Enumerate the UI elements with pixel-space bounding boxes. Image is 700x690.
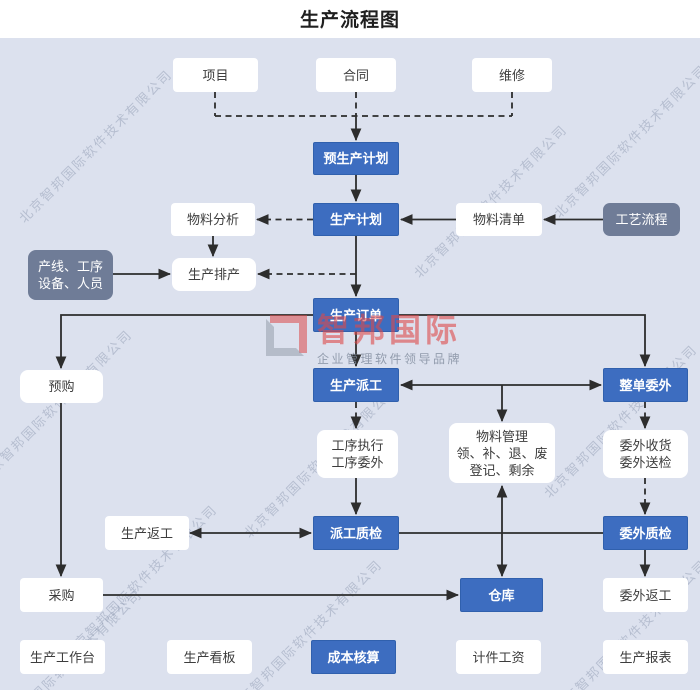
page-title: 生产流程图 [299,10,400,31]
node-zhengdan-weiwai[interactable]: 整单委外 [603,368,688,402]
node-label: 生产工作台 [29,649,95,665]
node-label: 成本核算 [327,649,380,665]
node-hetong[interactable]: 合同 [316,58,396,92]
node-label: 委外送检 [619,455,672,470]
node-chengben-hesuan[interactable]: 成本核算 [311,640,396,674]
node-label: 生产计划 [329,212,382,227]
node-wuliao-qingdan[interactable]: 物料清单 [456,203,542,236]
node-wuliao-fenxi[interactable]: 物料分析 [171,203,255,236]
node-label: 整单委外 [619,377,672,393]
node-weixiu[interactable]: 维修 [472,58,552,92]
node-label: 登记、剩余 [469,462,535,478]
node-label: 物料管理 [475,428,528,444]
node-label: 计件工资 [472,649,525,665]
node-label: 生产派工 [329,377,382,393]
node-label: 产线、工序 [37,259,103,274]
node-shengchan-kanban[interactable]: 生产看板 [167,640,252,674]
node-label: 仓库 [488,587,515,603]
node-shengchan-paigong[interactable]: 生产派工 [313,368,399,402]
node-yugou[interactable]: 预购 [20,370,103,403]
node-label: 生产报表 [619,649,672,665]
node-wuliao-guanli[interactable]: 物料管理领、补、退、废登记、剩余 [449,423,555,483]
node-paigong-zhijian[interactable]: 派工质检 [313,516,399,550]
node-xiangmu[interactable]: 项目 [173,58,258,92]
node-weiwai-shouhuo[interactable]: 委外收货委外送检 [603,430,688,478]
node-label: 生产排产 [187,267,240,282]
node-label: 委外收货 [619,438,672,453]
node-label: 合同 [342,67,369,83]
node-yushengchan-jihua[interactable]: 预生产计划 [313,142,399,175]
node-label: 工序执行 [331,438,384,453]
node-label: 派工质检 [329,525,382,541]
node-caigou[interactable]: 采购 [20,578,103,612]
node-label: 预生产计划 [323,151,389,166]
flowchart-panel [0,38,700,690]
node-label: 生产订单 [329,307,382,323]
node-label: 采购 [48,587,75,603]
node-weiwai-zhijian[interactable]: 委外质检 [603,516,688,550]
node-label: 项目 [202,67,229,83]
node-shengchan-paichan[interactable]: 生产排产 [172,258,256,291]
node-label: 委外返工 [619,587,672,603]
node-label: 领、补、退、废 [456,445,548,461]
node-weiwai-fangong[interactable]: 委外返工 [603,578,688,612]
node-label: 委外质检 [619,525,672,541]
node-label: 工序委外 [331,455,384,470]
node-cangku[interactable]: 仓库 [460,578,543,612]
node-label: 物料分析 [186,212,239,227]
node-shengchan-baobiao[interactable]: 生产报表 [603,640,688,674]
node-chanxian-gongxu[interactable]: 产线、工序设备、人员 [28,250,113,300]
node-shengchan-fangong[interactable]: 生产返工 [105,516,189,550]
node-label: 生产返工 [120,525,173,541]
node-label: 维修 [498,67,525,83]
node-shengchan-jihua[interactable]: 生产计划 [313,203,399,236]
node-label: 预购 [48,379,75,394]
node-gongxu-zhixing[interactable]: 工序执行工序委外 [317,430,398,478]
node-label: 物料清单 [472,212,525,227]
node-shengchan-dingdan[interactable]: 生产订单 [313,298,399,332]
node-label: 工艺流程 [615,212,668,227]
node-shengchan-gongzuotai[interactable]: 生产工作台 [20,640,105,674]
node-label: 生产看板 [183,649,236,665]
node-gongyi-liucheng[interactable]: 工艺流程 [603,203,680,236]
node-label: 设备、人员 [37,276,103,291]
node-jijian-gongzi[interactable]: 计件工资 [456,640,541,674]
